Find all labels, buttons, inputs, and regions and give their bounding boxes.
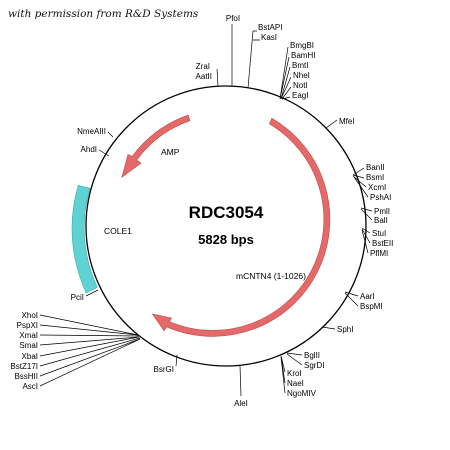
site-label: SphI xyxy=(337,325,353,334)
site-label: BstAPI xyxy=(258,23,282,32)
feature-arc-cole1[interactable] xyxy=(71,185,98,294)
site-leader-pmli xyxy=(360,207,373,221)
feature-label-amp: AMP xyxy=(161,147,180,157)
site-label: NheI xyxy=(293,71,310,80)
site-leader-bmgbi xyxy=(279,46,292,100)
site-label: SmaI xyxy=(19,341,38,350)
site-label: PspXI xyxy=(17,321,38,330)
site-leader-sphi xyxy=(321,326,336,330)
site-leader-xhoi xyxy=(39,314,141,387)
site-label: BsrGI xyxy=(154,365,174,374)
plasmid-size: 5828 bps xyxy=(198,232,254,247)
site-leader-ahdi xyxy=(98,149,110,157)
site-label: PshAI xyxy=(370,193,391,202)
site-label: BstEII xyxy=(372,239,393,248)
site-label: BmtI xyxy=(292,61,308,70)
site-label: NmeAIII xyxy=(77,127,106,136)
site-label: KasI xyxy=(261,33,277,42)
plasmid-backbone xyxy=(85,85,367,367)
feature-label-mcntn4: mCNTN4 (1-1026) xyxy=(236,271,306,281)
site-label: BmgBI xyxy=(290,41,314,50)
site-leader-aari xyxy=(344,291,359,307)
site-label: ZraI xyxy=(196,62,210,71)
site-label: NaeI xyxy=(287,379,304,388)
site-label: StuI xyxy=(372,229,386,238)
site-leader-pcii xyxy=(85,289,99,297)
site-leader-kroi xyxy=(280,355,286,394)
site-leader-mfei xyxy=(325,119,338,129)
site-label: EagI xyxy=(292,91,308,100)
site-label: AhdI xyxy=(81,145,97,154)
site-label: NotI xyxy=(293,81,308,90)
site-label: XhoI xyxy=(22,311,38,320)
site-label: BglII xyxy=(304,351,320,360)
site-label: AscI xyxy=(22,382,38,391)
site-label: MfeI xyxy=(339,117,355,126)
site-leader-zrai xyxy=(216,68,219,87)
site-label: SgrDI xyxy=(304,361,324,370)
site-label: PflMI xyxy=(370,249,388,258)
site-label: PciI xyxy=(71,293,84,302)
feature-arrow-amp[interactable] xyxy=(121,114,191,178)
site-label: XmaI xyxy=(19,331,38,340)
site-label: BstZ17I xyxy=(10,362,38,371)
site-label: XcmI xyxy=(368,183,386,192)
site-leader-nmeaiii xyxy=(107,131,114,138)
site-label: KroI xyxy=(287,369,302,378)
site-label: AatII xyxy=(196,72,212,81)
site-label: NgoMIV xyxy=(287,389,317,398)
site-label: BsmI xyxy=(366,173,384,182)
site-leader-stui xyxy=(361,227,371,254)
site-label: PfoI xyxy=(226,14,240,23)
site-leader-alei xyxy=(239,365,242,397)
site-label: BamHI xyxy=(291,51,315,60)
site-leader-bsrgi xyxy=(175,354,178,367)
site-label: BssHII xyxy=(14,372,38,381)
site-label: PmlI xyxy=(374,207,390,216)
site-label: BanII xyxy=(366,163,385,172)
site-label: BalI xyxy=(374,216,388,225)
site-label: XbaI xyxy=(22,352,38,361)
plasmid-name: RDC3054 xyxy=(189,203,264,222)
site-leader-banii xyxy=(352,167,369,198)
site-label: BspMI xyxy=(360,302,383,311)
site-leader-bstapi xyxy=(247,30,260,89)
feature-arrow-mcntn4[interactable] xyxy=(151,117,331,337)
site-label: AarI xyxy=(360,292,375,301)
site-label: AleI xyxy=(234,399,248,408)
feature-label-cole1: COLE1 xyxy=(104,226,132,236)
credit-text: with permission from R&D Systems xyxy=(8,8,199,20)
site-leader-bglii xyxy=(286,352,303,366)
